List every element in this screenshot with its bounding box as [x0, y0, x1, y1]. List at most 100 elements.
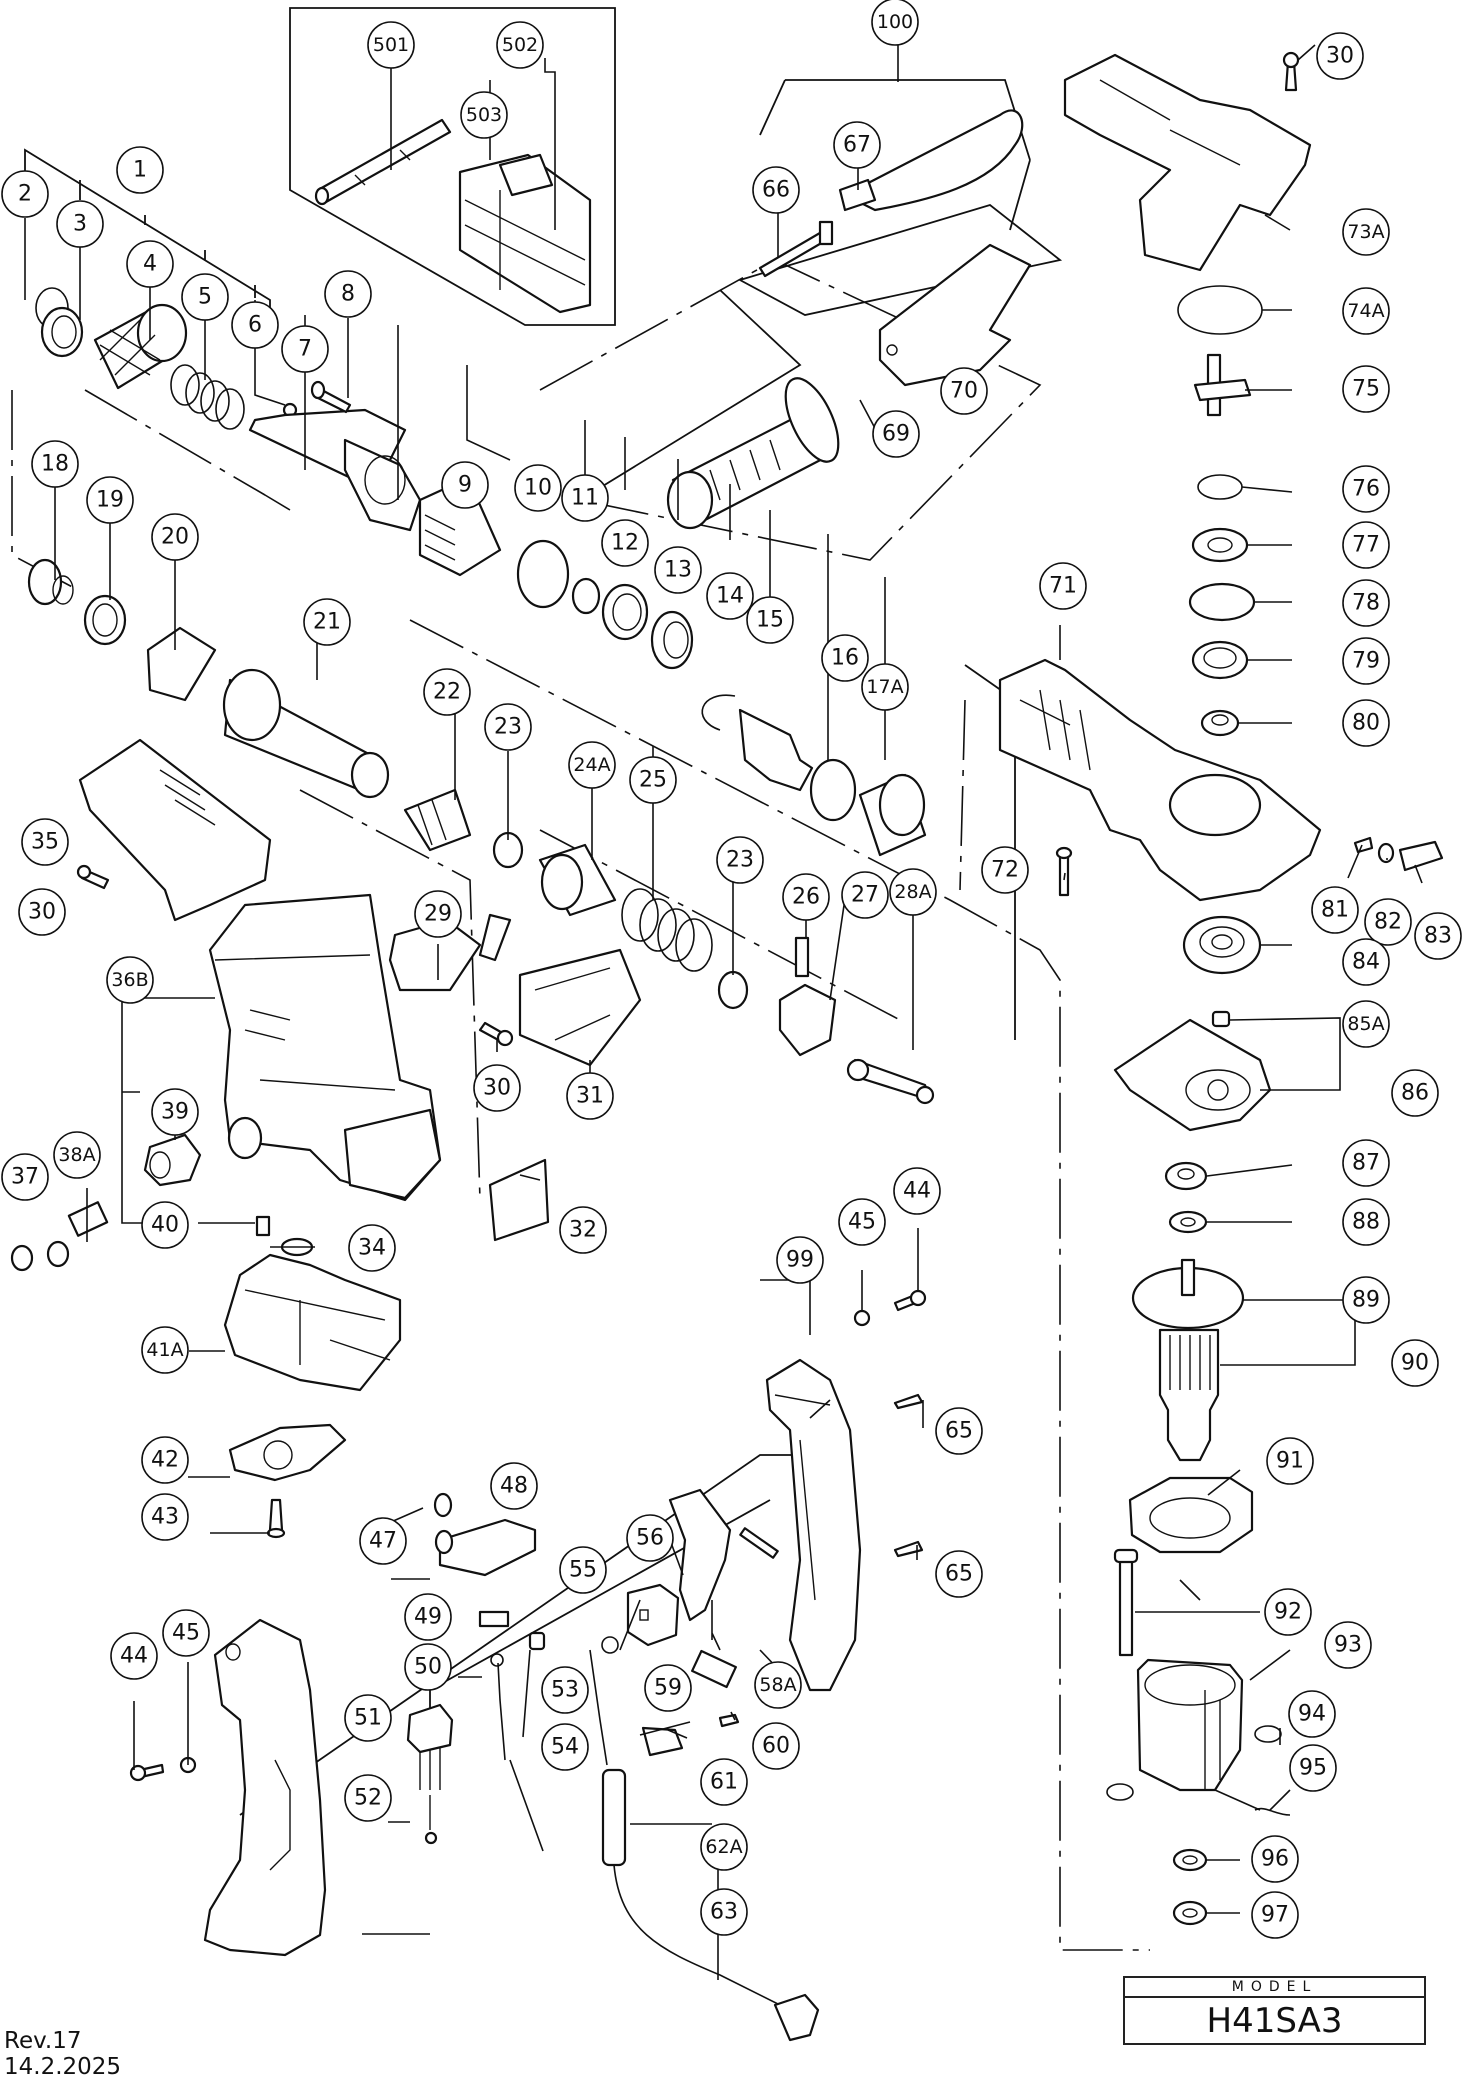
- callout-label: 75: [1352, 377, 1380, 402]
- callout-label: 52: [354, 1786, 382, 1811]
- shaft-part: [1193, 353, 1252, 417]
- side-handle-assembly-outline: [539, 259, 1042, 561]
- callout-circle: [141, 1493, 189, 1541]
- callout-label: 39: [161, 1100, 189, 1125]
- accessory-box-frame: [289, 7, 616, 326]
- callout-circle: [441, 461, 489, 509]
- callout-circle: [893, 1167, 941, 1215]
- callout-circle: [782, 873, 830, 921]
- terminal-ring-part: [1254, 1725, 1282, 1743]
- piston-sleeve-part: [538, 843, 617, 917]
- callout-label: 4: [143, 252, 157, 277]
- callout-label: 14: [716, 584, 744, 609]
- tail-cover-part: [78, 738, 272, 922]
- callout-92: 92: [1264, 1588, 1312, 1636]
- callout-45: 45: [838, 1198, 886, 1246]
- callout-circle: [776, 1236, 824, 1284]
- callout-60: 60: [752, 1722, 800, 1770]
- callout-circle: [404, 1593, 452, 1641]
- callout-circle: [473, 1064, 521, 1112]
- callout-circle: [1342, 365, 1390, 413]
- callout-41A: 41A: [141, 1326, 189, 1374]
- connecting-rod-part: [846, 1058, 935, 1105]
- callout-circle: [1, 1153, 49, 1201]
- callout-circle: [344, 1774, 392, 1822]
- callout-label: 45: [848, 1210, 876, 1235]
- callout-96: 96: [1251, 1835, 1299, 1883]
- callout-label: 92: [1274, 1600, 1302, 1625]
- piston-pin-part: [794, 936, 810, 978]
- callout-11: 11: [561, 474, 609, 522]
- callout-label: 29: [424, 902, 452, 927]
- callout-label: 23: [494, 715, 522, 740]
- set-screw-part: [255, 1215, 271, 1237]
- callout-circle: [490, 1462, 538, 1510]
- damper-part: [650, 610, 694, 670]
- callout-63: 63: [700, 1888, 748, 1936]
- callout-label: 69: [882, 422, 910, 447]
- crank-case-part: [223, 1253, 402, 1392]
- ground-wire-part: [497, 1662, 506, 1761]
- callout-circle: [1039, 562, 1087, 610]
- callout-label: 72: [991, 858, 1019, 883]
- callout-label: 78: [1352, 591, 1380, 616]
- needle-bearing-part: [1200, 709, 1240, 737]
- callout-label: 28A: [894, 881, 931, 903]
- callout-circle: [940, 367, 988, 415]
- o-ring-part: [717, 970, 749, 1010]
- callout-label: 15: [756, 608, 784, 633]
- callout-label: 100: [877, 11, 913, 33]
- callout-label: 25: [639, 768, 667, 793]
- callout-label: 58A: [759, 1674, 796, 1696]
- callout-15: 15: [746, 596, 794, 644]
- sleeve-holder-part: [146, 626, 217, 702]
- callout-label: 30: [483, 1076, 511, 1101]
- callout-21: 21: [303, 598, 351, 646]
- callout-circle: [559, 1546, 607, 1594]
- callout-label: 44: [903, 1179, 931, 1204]
- callout-circle: [1316, 32, 1364, 80]
- callout-83: 83: [1414, 912, 1462, 960]
- cap-nut-part: [528, 1631, 546, 1651]
- callout-label: 31: [576, 1084, 604, 1109]
- ring-part: [571, 577, 601, 615]
- gear-part: [1182, 915, 1262, 975]
- callout-81: 81: [1311, 886, 1359, 934]
- piston-part: [403, 788, 472, 852]
- middle-axis-outline: [409, 619, 1150, 1951]
- callout-circle: [1324, 1621, 1372, 1669]
- callout-circle: [568, 741, 616, 789]
- callout-7: 7: [281, 325, 329, 373]
- callout-20: 20: [151, 513, 199, 561]
- callout-circle: [1342, 1139, 1390, 1187]
- inner-cover-part: [1113, 1018, 1272, 1132]
- callout-label: 87: [1352, 1151, 1380, 1176]
- handle-grip-part: [666, 377, 840, 530]
- terminal-part: [478, 1610, 510, 1628]
- callout-label: 36B: [111, 969, 148, 991]
- callout-22: 22: [423, 668, 471, 716]
- bolt-part: [310, 380, 352, 414]
- callout-1: 1: [116, 146, 164, 194]
- lock-block-part: [1398, 840, 1444, 872]
- callout-circle: [141, 1326, 189, 1374]
- callout-circle: [116, 146, 164, 194]
- callout-84: 84: [1342, 938, 1390, 986]
- callout-label: 9: [458, 473, 472, 498]
- callout-circle: [1391, 1069, 1439, 1117]
- callout-label: 89: [1352, 1288, 1380, 1313]
- retaining-ring-part: [701, 694, 736, 731]
- callout-label: 95: [1299, 1756, 1327, 1781]
- callout-label: 3: [73, 212, 87, 237]
- callout-label: 80: [1352, 711, 1380, 736]
- callout-label: 17A: [866, 676, 903, 698]
- callout-34: 34: [348, 1224, 396, 1272]
- ball-bearing-part: [1191, 527, 1249, 563]
- baffle-plate-part: [1128, 1476, 1254, 1554]
- callout-27: 27: [841, 871, 889, 919]
- callout-circle: [1342, 1276, 1390, 1324]
- callout-circle: [1342, 287, 1390, 335]
- callout-503: 503: [460, 91, 508, 139]
- bolt-part: [1055, 846, 1073, 897]
